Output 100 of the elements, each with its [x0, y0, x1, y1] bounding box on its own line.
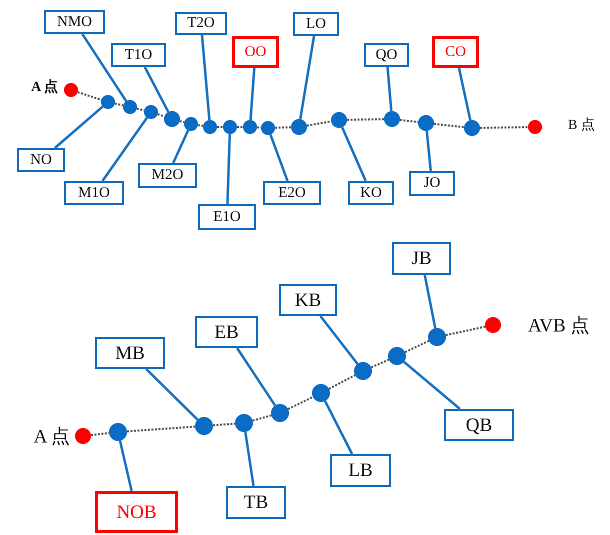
- point-marker: [195, 417, 213, 435]
- route-line: [346, 118, 384, 121]
- label-text: EB: [214, 322, 239, 342]
- leader-line: [403, 360, 461, 410]
- route-line: [288, 396, 314, 410]
- leader-line: [236, 347, 276, 406]
- label-text: E1O: [213, 210, 241, 224]
- point-marker: [331, 112, 347, 128]
- leader-line: [200, 34, 211, 120]
- route-line: [256, 126, 262, 129]
- label-box: [195, 316, 258, 348]
- label-text: LB: [348, 461, 373, 480]
- point-marker: [223, 120, 237, 134]
- route-line: [212, 422, 236, 426]
- route-line: [252, 414, 272, 422]
- route-line: [404, 340, 430, 354]
- label-text: QO: [376, 48, 398, 62]
- label-box: [64, 181, 124, 205]
- label-text: TB: [244, 493, 268, 512]
- leader-line: [144, 66, 170, 112]
- route-line: [237, 126, 243, 128]
- label-box: [279, 284, 337, 316]
- route-line: [77, 91, 102, 101]
- leader-line: [299, 36, 316, 120]
- leader-line: [424, 274, 436, 328]
- label-box: [95, 337, 165, 369]
- leader-line: [118, 440, 133, 492]
- leader-line: [458, 68, 472, 120]
- route-line: [217, 126, 223, 128]
- point-marker: [418, 115, 434, 131]
- leader-line: [172, 130, 190, 164]
- endpoint-marker: [75, 428, 91, 444]
- leader-line: [319, 315, 358, 365]
- label-box: [175, 12, 227, 35]
- point-label: B 点: [568, 119, 595, 133]
- label-box: [138, 163, 197, 188]
- label-box: [432, 36, 479, 68]
- route-line: [274, 126, 292, 129]
- point-marker: [235, 414, 253, 432]
- point-marker: [261, 121, 275, 135]
- point-marker: [464, 120, 480, 136]
- route-line: [446, 326, 486, 336]
- point-marker: [101, 95, 115, 109]
- label-box: [226, 486, 286, 519]
- point-marker: [164, 111, 180, 127]
- point-marker: [144, 105, 158, 119]
- label-text: KO: [360, 186, 382, 200]
- label-box: [444, 409, 514, 441]
- route-line: [126, 426, 196, 432]
- leader-line: [386, 66, 393, 112]
- label-box: [111, 43, 166, 67]
- route-line: [400, 118, 418, 124]
- label-box: [364, 43, 409, 67]
- route-line: [370, 358, 390, 368]
- point-marker: [123, 100, 137, 114]
- point-label: A 点: [34, 428, 70, 446]
- label-text: T1O: [124, 48, 152, 62]
- leader-line: [226, 134, 232, 204]
- label-text: CO: [445, 44, 466, 60]
- leader-line: [426, 130, 432, 172]
- label-text: E2O: [278, 186, 306, 200]
- point-label: AVB 点: [528, 316, 590, 336]
- point-label: A 点: [31, 81, 58, 95]
- point-marker: [384, 111, 400, 127]
- label-box: [198, 204, 256, 230]
- leader-line: [54, 106, 104, 149]
- label-box: [293, 12, 339, 36]
- route-line: [136, 108, 144, 112]
- route-line: [480, 126, 528, 129]
- label-text: T2O: [187, 16, 215, 31]
- leader-line: [81, 33, 128, 102]
- label-box: [330, 454, 391, 487]
- route-line: [306, 120, 332, 127]
- leader-line: [324, 400, 354, 455]
- route-line: [114, 102, 124, 106]
- label-box: [409, 171, 455, 196]
- point-marker: [388, 347, 406, 365]
- route-line: [434, 122, 464, 128]
- label-box: [17, 148, 65, 172]
- label-text: QB: [466, 416, 492, 434]
- label-text: KB: [294, 290, 322, 310]
- point-marker: [271, 404, 289, 422]
- label-text: JB: [411, 249, 432, 268]
- label-text: NMO: [56, 14, 92, 30]
- point-marker: [428, 328, 446, 346]
- point-marker: [243, 120, 257, 134]
- label-text: JO: [424, 176, 440, 191]
- point-marker: [203, 120, 217, 134]
- endpoint-marker: [64, 83, 78, 97]
- point-marker: [109, 423, 127, 441]
- endpoint-marker: [485, 317, 501, 333]
- leader-line: [101, 117, 148, 182]
- label-text: OO: [244, 44, 266, 60]
- point-marker: [184, 117, 198, 131]
- point-marker: [291, 119, 307, 135]
- label-text: LO: [306, 16, 326, 32]
- label-text: M1O: [78, 186, 110, 200]
- label-box: [232, 36, 279, 68]
- label-box: [44, 10, 105, 34]
- route-line: [90, 432, 110, 436]
